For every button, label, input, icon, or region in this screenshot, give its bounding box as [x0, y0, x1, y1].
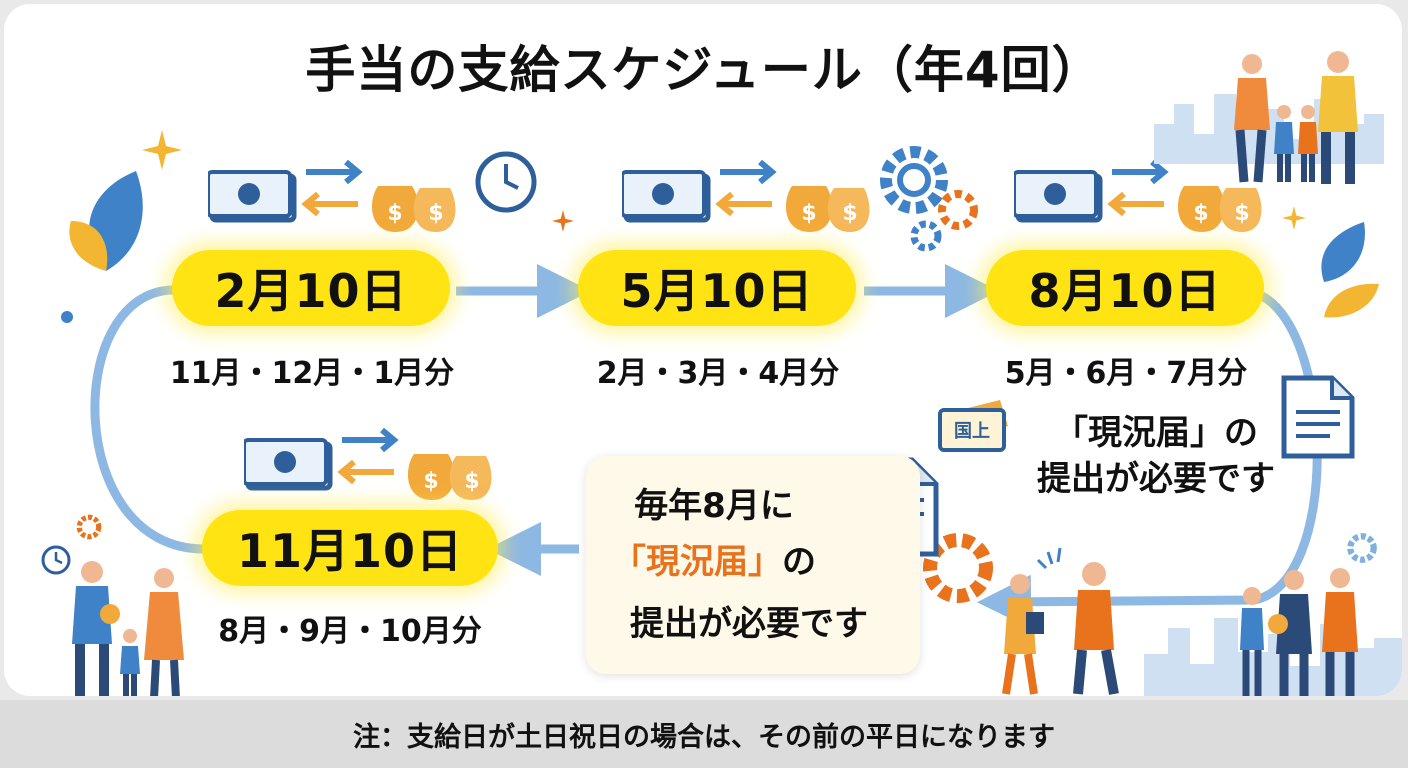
- money-exchange-icon: $ $: [244, 422, 494, 504]
- sparkle-icon: [142, 130, 182, 170]
- gear-icon: [76, 514, 102, 540]
- right-note: 「現況届」の 提出が必要です: [1006, 410, 1306, 502]
- sparkle-icon: [1282, 206, 1306, 230]
- gear-icon: [923, 533, 993, 603]
- svg-text:$: $: [387, 201, 402, 226]
- svg-text:$: $: [1234, 201, 1249, 226]
- leaf-icon: [1321, 222, 1379, 318]
- right-note-line: 「現況届」の: [1054, 413, 1258, 453]
- sparkle-icon: [552, 210, 574, 232]
- family-illustration: [72, 561, 184, 696]
- payment-months-label: 8月・9月・10月分: [218, 614, 482, 649]
- svg-text:$: $: [428, 201, 443, 226]
- payment-date-pill: 8月10日: [986, 250, 1264, 326]
- payment-months-label: 5月・6月・7月分: [1004, 356, 1248, 391]
- dot-icon: [61, 311, 73, 323]
- page-title: 手当の支給スケジュール（年4回）: [305, 41, 1103, 99]
- svg-text:$: $: [801, 201, 816, 226]
- family-illustration: [1234, 51, 1358, 184]
- payment-months-label: 11月・12月・1月分: [169, 356, 455, 391]
- payment-months-label: 2月・3月・4月分: [596, 356, 840, 391]
- payment-date-pill: 5月10日: [578, 250, 856, 326]
- footer-note: 注：支給日が土日祝日の場合は、その前の平日になります: [0, 700, 1408, 768]
- ticket-badge-icon: 国上: [938, 396, 1014, 456]
- arrow-nov-loop-left: [90, 285, 205, 554]
- center-note-highlight: 「現況届」: [612, 542, 782, 582]
- center-note: 毎年8月に 「現況届」の: [584, 478, 844, 590]
- svg-text:$: $: [423, 469, 438, 494]
- badge-label: 国上: [954, 421, 990, 442]
- footer-text: 注：支給日が土日祝日の場合は、その前の平日になります: [353, 721, 1055, 753]
- flow-arrows: [90, 264, 1322, 629]
- arrow-aug-loop-right: [977, 292, 1322, 629]
- center-note-line: 毎年8月に: [634, 486, 794, 526]
- svg-text:$: $: [464, 469, 479, 494]
- meeting-illustration: [1002, 547, 1119, 695]
- document-icon: [1281, 375, 1355, 459]
- clock-icon: [475, 151, 537, 213]
- center-note-line: 提出が必要です: [630, 604, 868, 644]
- clock-icon: [41, 545, 71, 575]
- money-exchange-icon: $ $: [622, 154, 872, 236]
- svg-text:$: $: [1193, 201, 1208, 226]
- payment-date-pill: 11月10日: [202, 510, 498, 586]
- center-note-line: 「現況届」の: [584, 534, 844, 590]
- payment-date-pill: 2月10日: [172, 250, 450, 326]
- center-note-rest: の: [782, 542, 816, 582]
- notice-box: [586, 456, 920, 674]
- svg-text:$: $: [842, 201, 857, 226]
- money-exchange-icon: $ $: [208, 154, 458, 236]
- money-exchange-icon: $ $: [1014, 154, 1264, 236]
- leaf-icon: [69, 171, 143, 271]
- family-illustration: [1240, 568, 1358, 696]
- gear-icon: [1347, 533, 1377, 563]
- right-note-line: 提出が必要です: [1037, 459, 1275, 499]
- gears-icon: [880, 146, 978, 252]
